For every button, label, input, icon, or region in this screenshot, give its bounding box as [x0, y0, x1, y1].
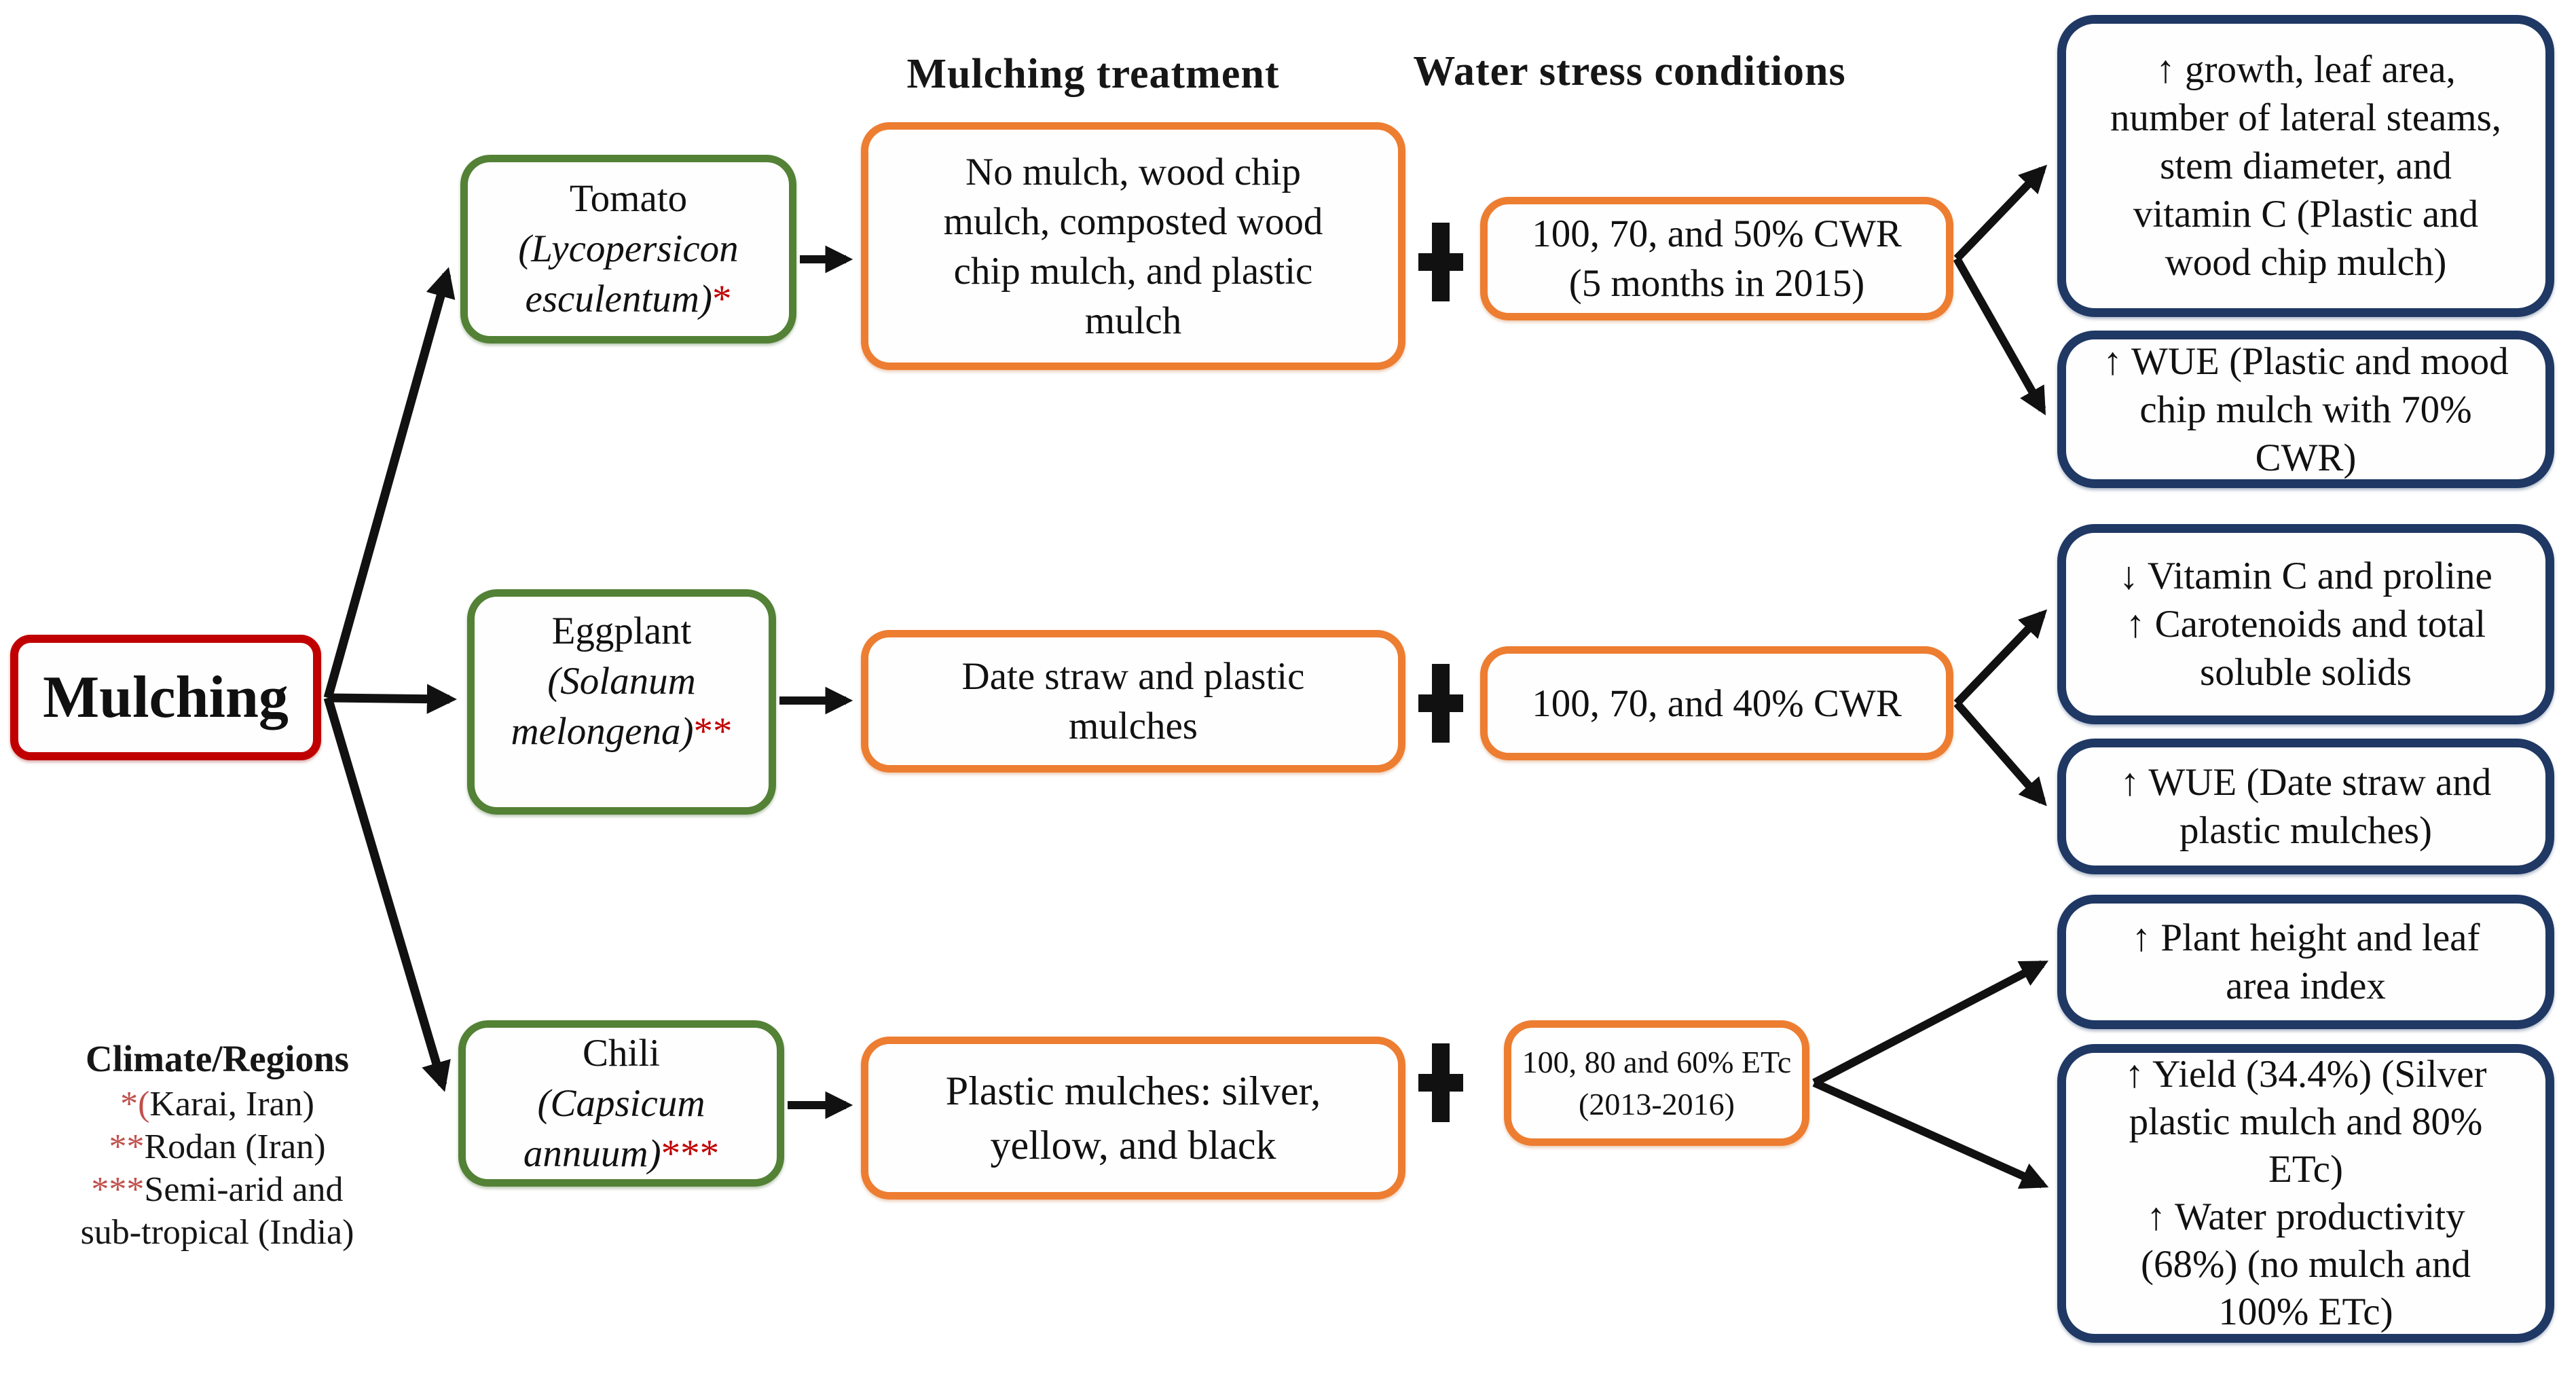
outcome-node-eggplant-2: ↑ WUE (Date straw and plastic mulches): [2057, 739, 2554, 874]
footnote-text: Karai, Iran): [149, 1085, 314, 1123]
footnote-text: sub-tropical (India): [80, 1213, 354, 1252]
root-node-mulching: Mulching: [10, 635, 321, 760]
arrow-water1-to-outcome1b: [1953, 257, 2046, 415]
water-stress-node-eggplant: 100, 70, and 40% CWR: [1480, 646, 1953, 760]
crop-node-eggplant: Eggplant (Solanum melongena)**: [467, 589, 776, 815]
crop-species-line2: esculentum): [525, 278, 712, 320]
footnote-entry: sub-tropical (India): [7, 1211, 428, 1254]
outcome-node-eggplant-1: ↓ Vitamin C and proline ↑ Carotenoids an…: [2057, 524, 2554, 724]
plus-icon: [1418, 223, 1463, 301]
footnote-text: Semi-arid and: [144, 1170, 344, 1209]
arrow-water3-to-outcome3a: [1812, 960, 2049, 1087]
water-stress-node-tomato: 100, 70, and 50% CWR (5 months in 2015): [1480, 197, 1953, 320]
crop-node-chili: Chili (Capsicum annuum)***: [458, 1020, 784, 1187]
species-asterisk: *: [712, 278, 732, 320]
outcome-text: ↑ Yield (34.4%) (Silver plastic mulch an…: [2124, 1053, 2487, 1333]
crop-species-line1: (Solanum: [547, 660, 696, 703]
crop-species-line2: annuum): [523, 1132, 661, 1175]
arrow-mulching-to-eggplant: [327, 684, 458, 714]
species-asterisk: **: [693, 710, 733, 753]
arrow-mulching-to-tomato: [323, 267, 456, 699]
arrow-mulching-to-chili: [323, 696, 451, 1092]
arrow-water1-to-outcome1a: [1953, 164, 2048, 262]
outcome-text: ↓ Vitamin C and proline ↑ Carotenoids an…: [2119, 555, 2492, 694]
water-stress-text: 100, 70, and 50% CWR (5 months in 2015): [1532, 212, 1902, 305]
footnote-text: Rodan (Iran): [144, 1128, 326, 1166]
outcome-node-tomato-1: ↑ growth, leaf area, number of lateral s…: [2057, 15, 2554, 317]
water-stress-text: 100, 70, and 40% CWR: [1532, 682, 1902, 725]
crop-species-line2: melongena): [511, 710, 694, 753]
treatment-node-chili: Plastic mulches: silver, yellow, and bla…: [861, 1037, 1405, 1200]
treatment-node-tomato: No mulch, wood chip mulch, composted woo…: [861, 122, 1405, 370]
outcome-text: ↑ growth, leaf area, number of lateral s…: [2110, 48, 2502, 284]
outcome-text: ↑ Plant height and leaf area index: [2131, 916, 2480, 1007]
arrow-water2-to-outcome2a: [1953, 609, 2048, 707]
treatment-node-eggplant: Date straw and plastic mulches: [861, 630, 1405, 773]
footnote-entry: ***Semi-arid and: [7, 1168, 428, 1211]
arrow-water2-to-outcome2b: [1953, 701, 2047, 806]
treatment-text: Date straw and plastic mulches: [961, 655, 1305, 747]
outcome-node-chili-2: ↑ Yield (34.4%) (Silver plastic mulch an…: [2057, 1044, 2554, 1343]
footnote-title: Climate/Regions: [85, 1038, 349, 1079]
plus-icon: [1418, 1043, 1463, 1122]
outcome-node-tomato-2: ↑ WUE (Plastic and mood chip mulch with …: [2057, 331, 2554, 488]
water-stress-text: 100, 80 and 60% ETc (2013-2016): [1522, 1044, 1792, 1121]
crop-common-name: Tomato: [569, 177, 688, 220]
climate-regions-footnote: Climate/Regions *(Karai, Iran) **Rodan (…: [7, 1037, 428, 1254]
root-label: Mulching: [43, 665, 289, 730]
footnote-marker: *(: [120, 1085, 150, 1123]
crop-node-tomato: Tomato (Lycopersicon esculentum)*: [460, 155, 796, 343]
crop-common-name: Eggplant: [551, 610, 692, 652]
column-header-mulching-treatment: Mulching treatment: [906, 51, 1280, 97]
crop-species-line1: (Lycopersicon: [518, 227, 739, 270]
outcome-node-chili-1: ↑ Plant height and leaf area index: [2057, 895, 2554, 1029]
plus-icon: [1418, 664, 1463, 743]
footnote-entry: *(Karai, Iran): [7, 1083, 428, 1126]
footnote-marker: ***: [91, 1170, 145, 1209]
outcome-text: ↑ WUE (Date straw and plastic mulches): [2120, 761, 2492, 852]
outcome-text: ↑ WUE (Plastic and mood chip mulch with …: [2103, 339, 2509, 479]
species-asterisk: ***: [661, 1132, 720, 1175]
treatment-text: No mulch, wood chip mulch, composted woo…: [943, 150, 1323, 342]
water-stress-node-chili: 100, 80 and 60% ETc (2013-2016): [1504, 1020, 1809, 1146]
treatment-text: Plastic mulches: silver, yellow, and bla…: [945, 1068, 1321, 1168]
footnote-marker: **: [109, 1128, 145, 1166]
footnote-entry: **Rodan (Iran): [7, 1126, 428, 1168]
crop-species-line1: (Capsicum: [537, 1081, 705, 1125]
arrow-water3-to-outcome3b: [1812, 1079, 2049, 1189]
column-header-water-stress-conditions: Water stress conditions: [1413, 48, 1846, 94]
crop-common-name: Chili: [582, 1031, 661, 1075]
